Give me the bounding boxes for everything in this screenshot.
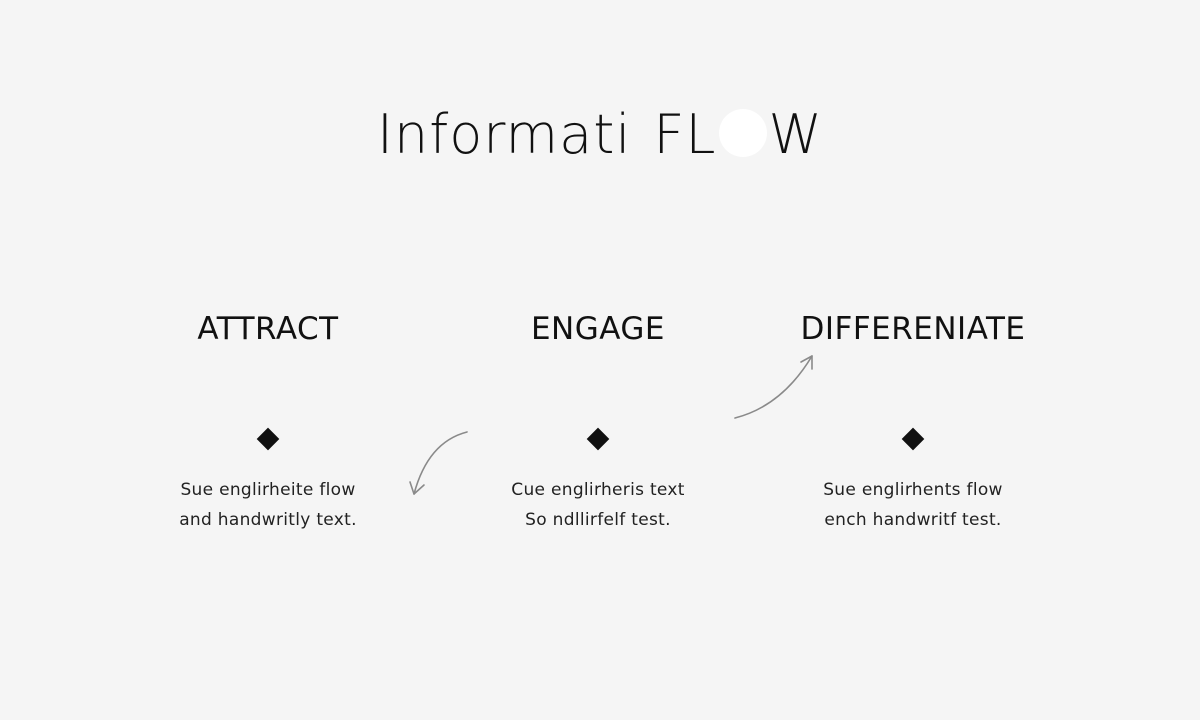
diamond-bullet-icon [586,427,610,451]
title-text-part-2: FL [653,103,717,167]
stage-description-line-1: Sue englirhents flow [823,480,1003,500]
title-circle-icon [718,109,767,158]
stage-description-line-2: So ndllirfelf test. [525,510,671,530]
stage-description-line-1: Cue englirheris text [511,480,685,500]
stage-description-line-2: ench handwritf test. [824,510,1002,530]
stage-attract: ATTRACT Sue englirheite flow and handwri… [98,305,438,545]
stage-description-line-2: and handwritly text. [179,510,357,530]
diamond-bullet-icon [256,427,280,451]
diamond-bullet-icon [901,427,925,451]
title-text-part-3: W [768,103,823,167]
stage-description: Sue englirhents flow ench handwritf test… [743,475,1083,535]
stage-description-line-1: Sue englirheite flow [180,480,356,500]
stage-heading: ENGAGE [530,311,666,347]
stage-heading: DIFFERENIATE [800,311,1026,347]
stage-description: Sue englirheite flow and handwritly text… [98,475,438,535]
diagram-title: Informati FL W [0,92,1200,172]
stage-engage: ENGAGE Cue englirheris text So ndllirfel… [428,305,768,545]
title-text-part-1: Informati [377,103,632,167]
stage-heading: ATTRACT [197,311,339,347]
stage-description: Cue englirheris text So ndllirfelf test. [428,475,768,535]
stage-differentiate: DIFFERENIATE Sue englirhents flow ench h… [743,305,1083,545]
